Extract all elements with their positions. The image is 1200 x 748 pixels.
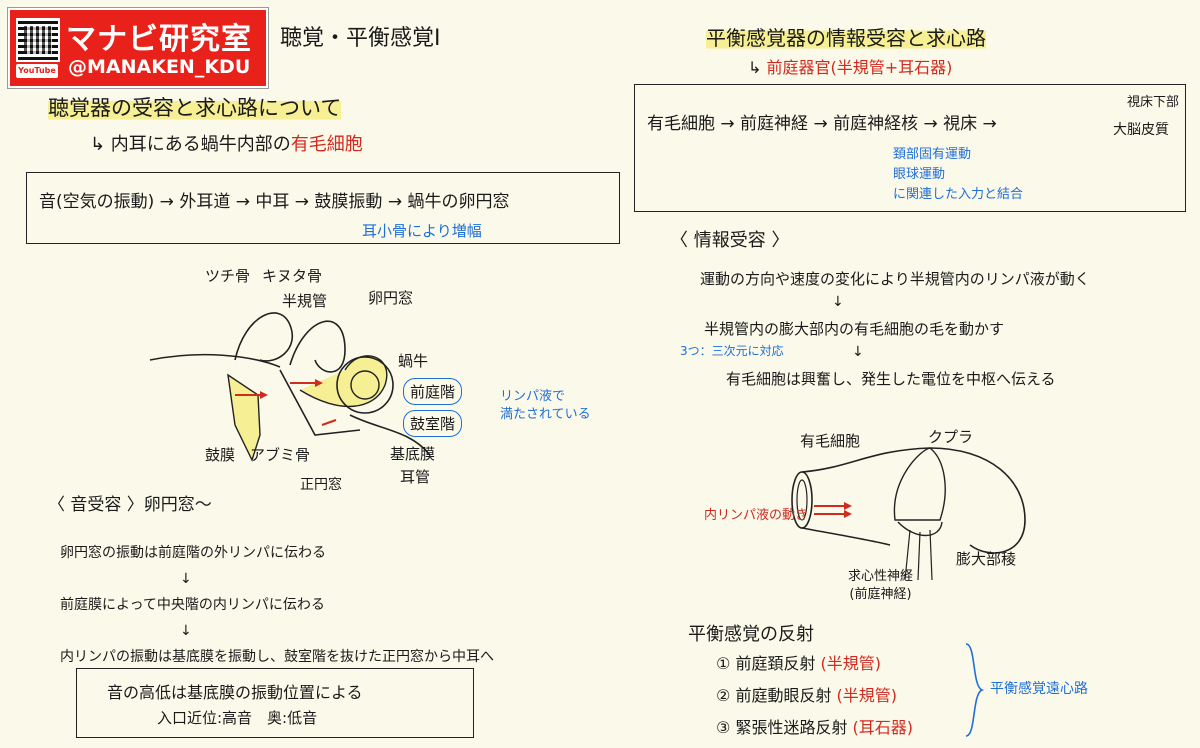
label-hankikan: 半規管 xyxy=(282,292,328,310)
ampulla-diagram xyxy=(791,447,1026,581)
section1-sub: ↳ 内耳にある蝸牛内部の有毛細胞 xyxy=(90,130,363,156)
reflex-num: ① xyxy=(716,654,731,673)
reception-steps: 卵円窓の振動は前庭階の外リンパに伝わる ↓ 前庭膜によって中央階の内リンパに伝わ… xyxy=(60,540,494,670)
section2-sub-prefix: ↳ xyxy=(748,58,767,77)
logo-title: マナビ研究室 xyxy=(66,22,252,57)
info-arrow2: ↓ xyxy=(852,344,864,360)
reception-step: 卵円窓の振動は前庭階の外リンパに伝わる xyxy=(60,545,326,561)
section2-sub-red: 前庭器官(半規管+耳石器) xyxy=(766,58,953,77)
info-line1: 運動の方向や速度の変化により半規管内のリンパ液が動く xyxy=(700,270,1090,288)
section2-sub: ↳ 前庭器官(半規管+耳石器) xyxy=(748,54,952,78)
reflex-text: 前庭動眼反射 xyxy=(735,686,832,705)
reception-arrow: ↓ xyxy=(180,571,192,587)
reflex-source: (半規管) xyxy=(820,654,882,673)
label-kinuta: キヌタ骨 xyxy=(262,267,323,285)
reception-step: 前庭膜によって中央階の内リンパに伝わる xyxy=(60,597,325,613)
label-afferent-nerve: 求心性神経 (前庭神経) xyxy=(848,569,914,602)
section2-title: 平衡感覚器の情報受容と求心路 xyxy=(706,22,986,51)
reflex-text: 前庭頚反射 xyxy=(735,654,816,673)
section1-sub-prefix: ↳ 内耳にある蝸牛内部の xyxy=(90,134,291,155)
pitch-line1: 音の高低は基底膜の振動位置による xyxy=(107,683,363,702)
info-blue: 3つ：三次元に対応 xyxy=(680,344,784,358)
reflex-source: (耳石器) xyxy=(852,718,914,737)
reflex-num: ② xyxy=(716,686,731,705)
section1-sub-red: 有毛細胞 xyxy=(290,134,363,155)
reflex-list: ① 前庭頚反射 (半規管) ② 前庭動眼反射 (半規管) ③ 緊張性迷路反射 (… xyxy=(716,648,913,744)
label-endolymph-flow: 内リンパ液の動き xyxy=(704,508,809,523)
reflex-item: ③ 緊張性迷路反射 (耳石器) xyxy=(716,712,913,744)
reflex-item: ② 前庭動眼反射 (半規管) xyxy=(716,680,913,712)
reflex-brace xyxy=(965,643,985,737)
path-blue-line: 頚部固有運動 xyxy=(893,147,972,162)
path-end-top: 視床下部 xyxy=(1127,95,1180,110)
label-ranen: 卵円窓 xyxy=(368,289,414,307)
reflex-title: 平衡感覚の反射 xyxy=(688,624,814,645)
label-hair-cell: 有毛細胞 xyxy=(800,432,861,450)
label-crista: 膨大部稜 xyxy=(956,550,1017,568)
page-title: 聴覚・平衡感覚Ⅰ xyxy=(280,26,441,51)
path-end-bottom: 大脳皮質 xyxy=(1113,122,1169,138)
label-lymph: リンパ液で 満たされている xyxy=(500,389,591,422)
label-kagyu: 蝸牛 xyxy=(398,352,429,370)
reflex-num: ③ xyxy=(716,718,731,737)
info-line3: 有毛細胞は興奮し、発生した電位を中枢へ伝える xyxy=(726,370,1056,388)
hearing-pathway-box: 音(空気の振動) → 外耳道 → 中耳 → 鼓膜振動 → 蝸牛の卵円窓 xyxy=(26,172,620,244)
path-blue-notes: 頚部固有運動 眼球運動 に関連した入力と結合 xyxy=(893,145,1023,205)
info-arrow1: ↓ xyxy=(832,294,844,310)
reception-title: 〈 音受容 〉卵円窓〜 xyxy=(48,495,212,515)
channel-logo: YouTube マナビ研究室 @MANAKEN_KDU xyxy=(8,8,268,88)
label-kiteimaku: 基底膜 xyxy=(390,445,436,463)
inner-ear-diagram xyxy=(149,312,431,462)
logo-handle: @MANAKEN_KDU xyxy=(68,56,251,78)
label-komaku: 鼓膜 xyxy=(205,446,236,464)
reflex-source: (半規管) xyxy=(836,686,898,705)
path-blue-line: 眼球運動 xyxy=(893,167,946,182)
pitch-line2: 入口近位:高音 奥:低音 xyxy=(157,709,318,727)
label-zentei: 前庭階 xyxy=(403,378,463,405)
info-title: 〈 情報受容 〉 xyxy=(670,230,790,251)
label-seien: 正円窓 xyxy=(300,477,342,493)
ossicle-amplify-note: 耳小骨により増幅 xyxy=(362,222,482,240)
hearing-pathway-text: 音(空気の振動) → 外耳道 → 中耳 → 鼓膜振動 → 蝸牛の卵円窓 xyxy=(39,192,510,212)
label-cupula: クプラ xyxy=(928,428,974,446)
reflex-item: ① 前庭頚反射 (半規管) xyxy=(716,648,913,680)
info-line2: 半規管内の膨大部内の有毛細胞の毛を動かす xyxy=(704,320,1005,338)
path-blue-line: に関連した入力と結合 xyxy=(893,187,1024,202)
label-kotei: 鼓室階 xyxy=(403,410,463,437)
reflex-brace-label: 平衡感覚遠心路 xyxy=(990,681,1088,697)
reception-arrow: ↓ xyxy=(180,623,192,639)
balance-pathway-box: 有毛細胞 → 前庭神経 → 前庭神経核 → 視床 → 視床下部 大脳皮質 頚部固… xyxy=(634,84,1186,212)
youtube-badge: YouTube xyxy=(16,64,58,78)
reflex-text: 緊張性迷路反射 xyxy=(735,718,848,737)
label-abumi: アブミ骨 xyxy=(250,446,311,464)
qr-code-icon xyxy=(16,18,60,62)
reception-step: 内リンパの振動は基底膜を振動し、鼓室階を抜けた正円窓から中耳へ xyxy=(60,649,494,665)
label-tsuchi: ツチ骨 xyxy=(205,267,251,285)
balance-pathway-text: 有毛細胞 → 前庭神経 → 前庭神経核 → 視床 → xyxy=(647,114,997,134)
pitch-box: 音の高低は基底膜の振動位置による 入口近位:高音 奥:低音 xyxy=(76,668,474,738)
section1-title: 聴覚器の受容と求心路について xyxy=(48,92,342,122)
label-jikan: 耳管 xyxy=(400,468,431,486)
